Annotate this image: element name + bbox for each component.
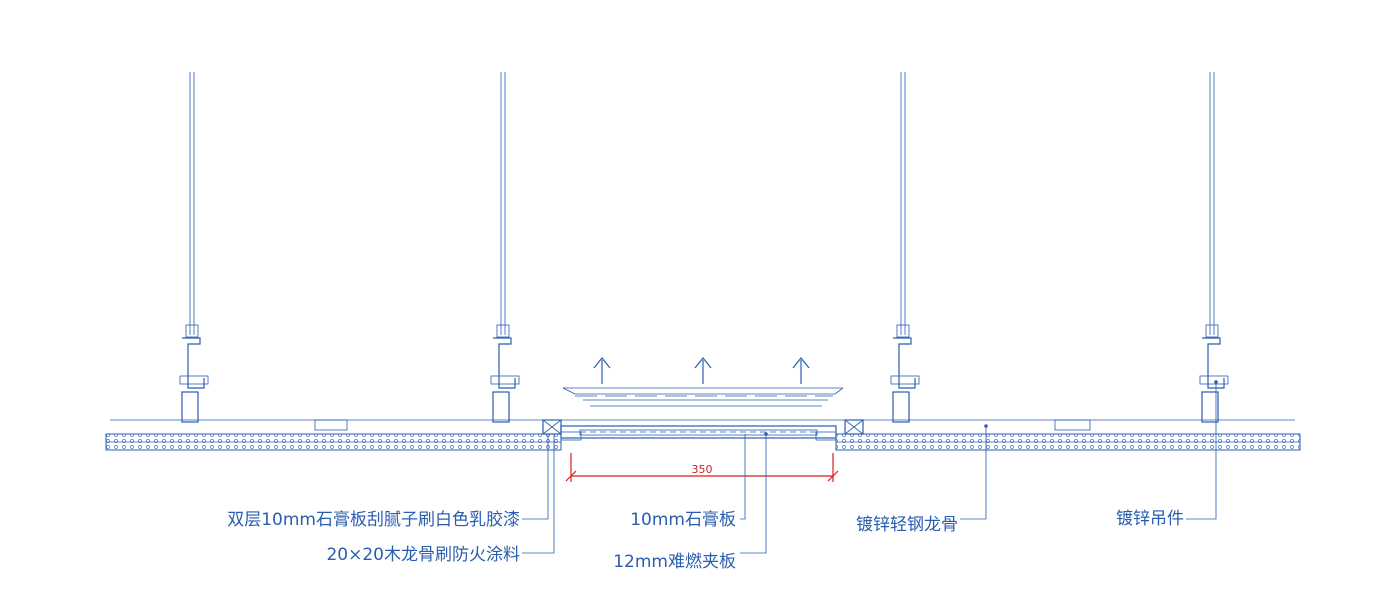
label-steel-keel: 镀锌轻钢龙骨 <box>856 515 958 535</box>
label-wood-keel: 20×20木龙骨刷防火涂料 <box>326 545 520 565</box>
dimension-line <box>565 453 839 482</box>
leader-lines <box>522 380 1218 554</box>
label-hanger: 镀锌吊件 <box>1116 509 1184 529</box>
airflow-arrow-icon-3 <box>792 357 810 384</box>
wood-keel-block-left <box>542 419 562 435</box>
label-gypsum-10: 10mm石膏板 <box>630 509 736 530</box>
hanger-rod-2 <box>490 72 520 423</box>
dimension-value: 350 <box>692 463 713 476</box>
airflow-arrow-icon-2 <box>694 357 712 384</box>
hanger-rod-3 <box>890 72 920 423</box>
label-double-gypsum: 双层10mm石膏板刮腻子刷白色乳胶漆 <box>227 509 520 530</box>
hanger-rod-1 <box>179 72 209 423</box>
airflow-arrow-icon-1 <box>593 357 611 384</box>
wood-keel-block-right <box>844 419 864 435</box>
hanger-rod-4 <box>1199 72 1229 423</box>
gypsum-board-right <box>835 433 1301 451</box>
gypsum-board-left <box>105 433 562 451</box>
vent-grille <box>562 387 844 407</box>
steel-keel-line <box>110 419 1295 431</box>
vent-panel <box>560 425 837 441</box>
label-fire-board-12: 12mm难燃夹板 <box>613 552 736 572</box>
